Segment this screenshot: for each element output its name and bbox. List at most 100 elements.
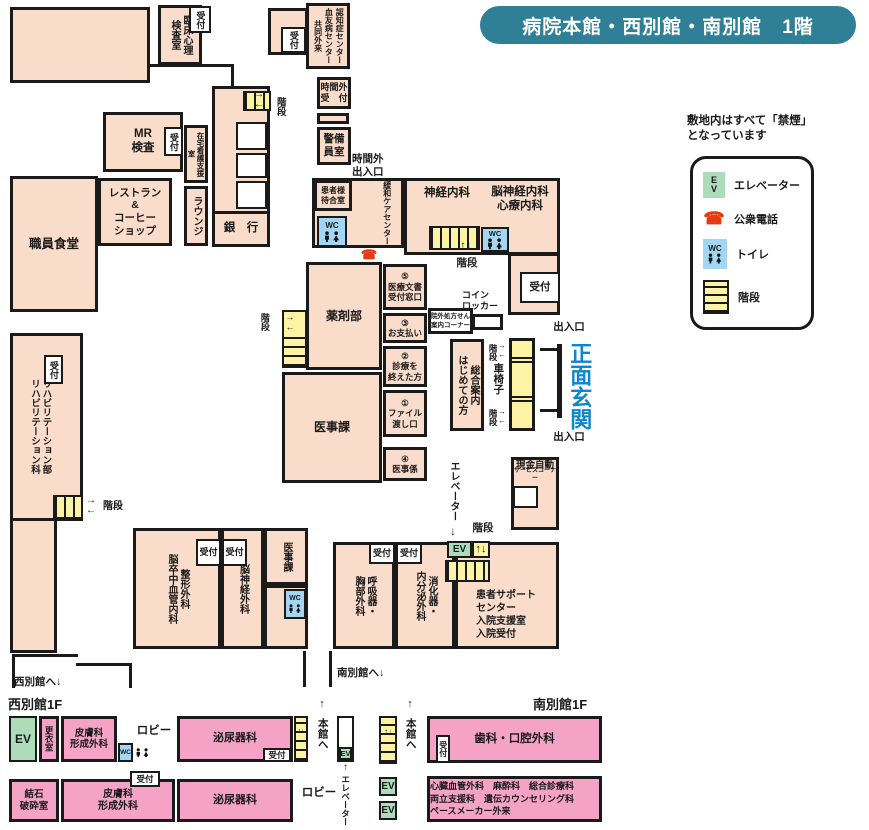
stairs-support-upper (472, 541, 490, 558)
room-locker-label: 更衣室 (44, 726, 55, 752)
label-west-annex-title: 西別館1F (8, 696, 98, 713)
reception-neurosurgery-label: 受付 (225, 547, 244, 558)
entrance-door-tick-top (540, 348, 557, 351)
wall-south-corridor-v2 (329, 651, 332, 687)
legend: E V エレベーター ☎ 公衆電話 WC トイレ 階段 (690, 156, 814, 330)
phone-icon: ☎ (703, 208, 725, 228)
reception-respiratory-2-label: 受付 (399, 548, 418, 559)
reception-kyodo-label: 受付 (288, 31, 299, 49)
ev-west-main: EV (9, 716, 37, 762)
room-patient-support (455, 542, 559, 649)
elevator-shaft-arrow-down-label: ↓ (450, 524, 456, 539)
room-south-departments-label: 心臓血管外科 麻酔科 総合診療科 両立支援科 遺伝カウンセリング科 ペースメーカ… (430, 781, 575, 817)
label-wheelchair: 車椅子 (490, 356, 506, 402)
stairs-neurology-arrows-label: ↑↓ (460, 237, 472, 252)
label-elevator-west-label: エレベーター (340, 774, 351, 826)
label-atm-subtitle-label: サービスコーナー (513, 468, 556, 482)
room-digestive-endocrine-label: 消化器・ 内分泌外科 (414, 570, 437, 621)
room-clinical-psychology-label: 臨床心理 検査室 (169, 15, 192, 55)
label-main-entrance-label: 正面玄関 (567, 342, 593, 430)
label-elevator-west: エレベーター (338, 773, 353, 827)
wc-kanwa: WC (317, 216, 347, 247)
room-central-c (236, 181, 267, 209)
no-smoking-notice: 敷地内はすべて「禁煙」 となっています (687, 115, 813, 142)
stairs-south-annex (379, 716, 397, 764)
room-respiratory-thoracic-label: 呼吸器・ 胸部外科 (353, 575, 376, 616)
stairs-support-lower (445, 560, 490, 582)
room-locker: 更衣室 (39, 716, 59, 762)
room-iji-ka-main: 医事課 (282, 372, 382, 483)
room-neurosurgery-dept-label: 脳神経外科 (237, 563, 249, 614)
stairs-support-arrows: ↑↓ (473, 542, 489, 557)
wall-west-corridor-v2 (129, 663, 132, 688)
label-stairs-ev-area-label: 階段 (472, 521, 494, 534)
room-patient-waiting: 患者様 待合室 (314, 180, 352, 211)
restroom-persons-icon (488, 238, 502, 250)
stairs-south-arrows: ↑↓ (382, 726, 394, 738)
label-exit-top-label: 出入口 (553, 320, 585, 333)
wall-west-corridor-h1 (12, 654, 78, 657)
ev-west-main-label: EV (14, 731, 31, 746)
window-2-after-treatment: ② 診療を 終えた方 (383, 346, 427, 387)
restroom-persons-icon (136, 747, 149, 758)
window-3-payment-label: ③ お支払い (387, 317, 422, 338)
ev-patient-support: EV (447, 541, 472, 558)
room-staff-cafeteria: 職員食堂 (10, 176, 98, 312)
window-4-medical-affairs-label: ④ 医事係 (392, 453, 418, 474)
reception-respiratory-1: 受付 (369, 543, 395, 564)
room-rehabilitation-lower (10, 518, 57, 653)
stairs-west-arrows-label: ↑↓ (297, 727, 305, 735)
label-stairs-entrance-bottom-label: 階段 (488, 408, 499, 426)
stairs-rehab-arrow-left: ← (85, 505, 97, 516)
legend-row-phone: ☎ 公衆電話 (703, 209, 801, 229)
room-dermatology-2: 皮膚科 形成外科 (61, 779, 175, 822)
label-stairs-pharmacy-label: 階段 (259, 313, 270, 331)
room-lithotripsy: 結石 破砕室 (9, 779, 59, 822)
reception-rehabilitation: 受付 (44, 355, 63, 384)
ev-patient-support-label: EV (452, 543, 467, 555)
reception-orthopedics-label: 受付 (199, 547, 218, 558)
reception-dental-label: 受付 (438, 741, 448, 757)
label-stairs-rehabilitation: 階段 (100, 500, 126, 513)
ev-south-1: EV (379, 777, 397, 796)
stairs-pharmacy-arrow-right-label: → (285, 311, 295, 322)
label-to-west-annex: 西別館へ↓ (14, 675, 98, 689)
label-atm-subtitle: サービスコーナー (513, 468, 557, 482)
entrance-strip-line-4 (512, 400, 532, 402)
label-to-main-west: 本館へ (315, 711, 330, 757)
label-south-annex-title-label: 南別館1F (533, 696, 588, 712)
reception-mr: 受付 (164, 127, 183, 156)
label-to-west-annex-label: 西別館へ↓ (14, 675, 62, 688)
restroom-persons-icon (325, 230, 339, 242)
label-after-hours-exit-label: 時間外 出入口 (352, 153, 384, 178)
reception-dermatology-2: 受付 (130, 771, 160, 787)
restroom-persons-icon (134, 744, 151, 761)
arrow-left-icon: ← (252, 99, 266, 110)
room-patient-waiting-label: 患者様 待合室 (321, 185, 345, 205)
label-stairs-neurology: 階段 (450, 257, 484, 270)
label-to-south-annex: 南別館へ↓ (337, 666, 421, 680)
page-title: 病院本館・西別館・南別館 1階 (480, 6, 856, 44)
ev-west-small: EV (339, 747, 352, 760)
window-1-file-slot: ① ファイル 渡し口 (383, 390, 427, 437)
window-5-medical-documents-label: ⑤ 医療文書 受付窓口 (387, 271, 422, 303)
label-stairs-entrance-bottom: 階段 (487, 404, 499, 430)
label-exit-top: 出入口 (544, 320, 594, 334)
entrance-stairs-bottom-arrow-left-label: ← (498, 415, 506, 425)
reception-urology-1: 受付 (263, 748, 291, 762)
room-urology-1-label: 泌尿器科 (213, 732, 257, 745)
room-dementia-hemophilia-label: 認知症センター 血友病センター 共同外来 (313, 8, 345, 64)
wall-south-corridor-v1 (303, 651, 306, 687)
wall-topleft-corridor-h (150, 64, 234, 67)
label-lobby-west-2-label: ロビー (301, 786, 337, 799)
arrow-right-icon-label: → (254, 89, 264, 100)
reception-respiratory-2: 受付 (396, 543, 422, 564)
room-iji-ka-south: 医事課 (264, 528, 308, 585)
window-3-payment: ③ お支払い (383, 313, 427, 343)
stairs-rehab-arrow-right-label: → (86, 495, 96, 506)
room-iji-ka-south-label: 医事課 (281, 541, 292, 572)
entrance-stairs-top-arrow-right: → (496, 341, 508, 350)
room-dementia-hemophilia: 認知症センター 血友病センター 共同外来 (306, 3, 350, 69)
room-lounge-label: ラウンジ (191, 196, 202, 236)
label-coin-locker-label: コイン ロッカー (462, 289, 499, 311)
